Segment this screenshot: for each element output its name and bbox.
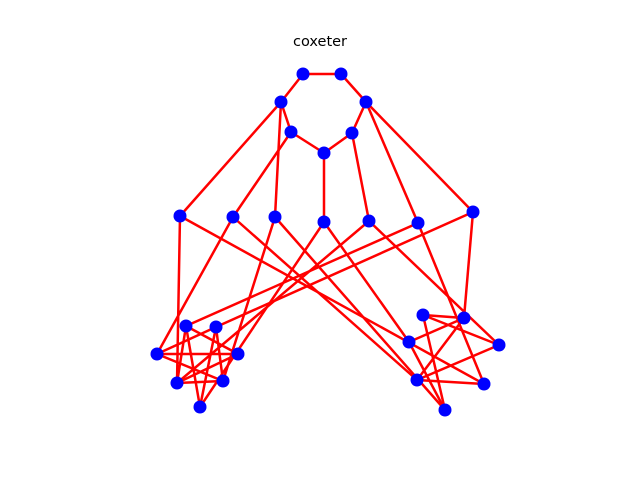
graph-edge [415,316,466,382]
graph-edge [155,325,218,356]
graph-edge [214,325,225,383]
graph-edge [178,100,283,218]
graph-node [268,210,282,224]
graph-edge [175,214,182,385]
graph-edge [416,221,486,386]
graph-edge [231,130,293,219]
graph-edge [364,100,420,225]
graph-edge [214,210,475,329]
graph-edge [322,220,411,344]
graph-node [274,95,288,109]
graph-edge [175,324,188,385]
graph-edge [184,324,240,356]
graph-edge [350,131,371,223]
graph-node [317,215,331,229]
graph-edge [421,313,466,320]
graph-node [402,335,416,349]
graph-node [466,205,480,219]
graph-edge [407,316,466,344]
graph-node [317,146,331,160]
graph-node [492,338,506,352]
graph-node [334,67,348,81]
graph-node [410,373,424,387]
graph-node [359,95,373,109]
edge-layer [155,72,501,412]
graph-node [296,67,310,81]
graph-edge [184,324,202,409]
graph-node [209,320,223,334]
graph-title: coxeter [292,34,348,50]
graph-node [150,347,164,361]
graph-edge [155,215,235,356]
graph-node [226,210,240,224]
graph-node [362,214,376,228]
node-layer [150,67,506,417]
graph-node [457,311,471,325]
graph-edge [289,130,326,155]
graph-edge [198,325,218,409]
graph-node [416,308,430,322]
graph-node [438,403,452,417]
graph-edge [407,340,447,412]
graph-edge [273,100,283,219]
graph-edge [184,221,420,328]
graph-node [216,374,230,388]
graph-edge [421,313,447,412]
graph-node [231,347,245,361]
graph-edge [421,313,501,347]
graph-edge [415,378,486,386]
graph-node [345,126,359,140]
graph-node [193,400,207,414]
graph-edge [462,210,475,320]
graph-edge [367,219,501,347]
graph-node [284,125,298,139]
graph-node [477,377,491,391]
graph-edge [415,343,501,382]
graph-node [170,376,184,390]
graph-edge [175,379,225,385]
graph-edge [364,100,475,214]
graph-node [173,209,187,223]
graph-node [411,216,425,230]
graph-node [179,319,193,333]
graph-edge [155,352,225,383]
graph-edge [231,215,419,382]
